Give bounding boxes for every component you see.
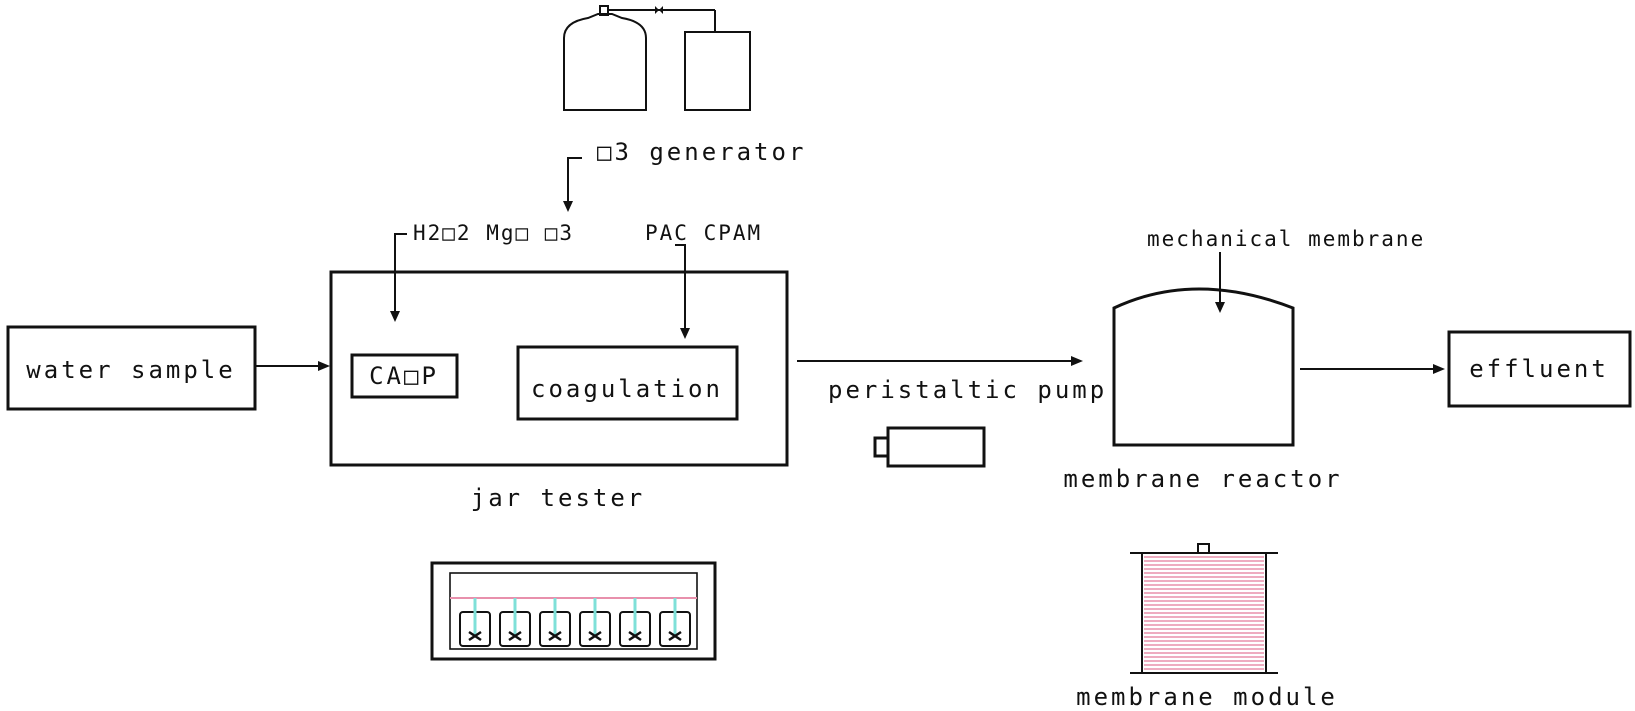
oxidants-label: H2□2 Mg□ □3 bbox=[413, 221, 574, 245]
beaker-icon bbox=[659, 598, 691, 647]
oxidant-feed-arrowhead bbox=[390, 311, 400, 322]
peristaltic-pump-label: peristaltic pump bbox=[828, 376, 1107, 404]
mechanical-membrane-label: mechanical membrane bbox=[1147, 227, 1425, 251]
caop-label: CA□P bbox=[369, 362, 439, 390]
beaker-icon bbox=[499, 598, 531, 647]
jar-tester-box bbox=[329, 270, 789, 467]
jar-tester-label: jar tester bbox=[471, 484, 646, 512]
o3-generator-equipment bbox=[563, 5, 751, 111]
ozone-generator-unit-icon bbox=[684, 31, 751, 111]
o3-feed-arrowhead bbox=[563, 201, 573, 212]
oxidant-feed-line bbox=[394, 233, 407, 318]
beaker-icon bbox=[579, 598, 611, 647]
membrane-reactor-vessel bbox=[1112, 287, 1295, 447]
water-sample-label: water sample bbox=[26, 356, 235, 384]
effluent-label: effluent bbox=[1469, 355, 1609, 383]
jar-tester-frame bbox=[430, 561, 717, 661]
jar-tester-equipment bbox=[430, 561, 717, 661]
coagulant-feed-line bbox=[675, 244, 686, 335]
o3-feed-line bbox=[567, 157, 582, 210]
caop-box bbox=[350, 353, 459, 399]
beaker-row bbox=[459, 598, 691, 647]
membrane-module-label: membrane module bbox=[1076, 683, 1338, 711]
membrane-fibers bbox=[1144, 556, 1264, 670]
water-sample-box bbox=[6, 325, 257, 411]
effluent-box bbox=[1447, 330, 1632, 408]
peristaltic-pump-icon bbox=[873, 426, 986, 468]
valve-icon bbox=[655, 6, 663, 14]
coagulants-label: PAC CPAM bbox=[645, 221, 762, 245]
beaker-icon bbox=[459, 598, 491, 647]
coagulation-label: coagulation bbox=[531, 375, 723, 403]
membrane-module-icon bbox=[1130, 543, 1278, 674]
beaker-icon bbox=[619, 598, 651, 647]
coagulant-feed-arrowhead bbox=[680, 328, 690, 339]
o3-generator-label: □3 generator bbox=[597, 138, 806, 166]
beaker-icon bbox=[539, 598, 571, 647]
oxygen-cylinder-icon bbox=[563, 13, 647, 111]
coagulation-box bbox=[516, 345, 739, 421]
membrane-reactor-label: membrane reactor bbox=[1063, 465, 1342, 493]
